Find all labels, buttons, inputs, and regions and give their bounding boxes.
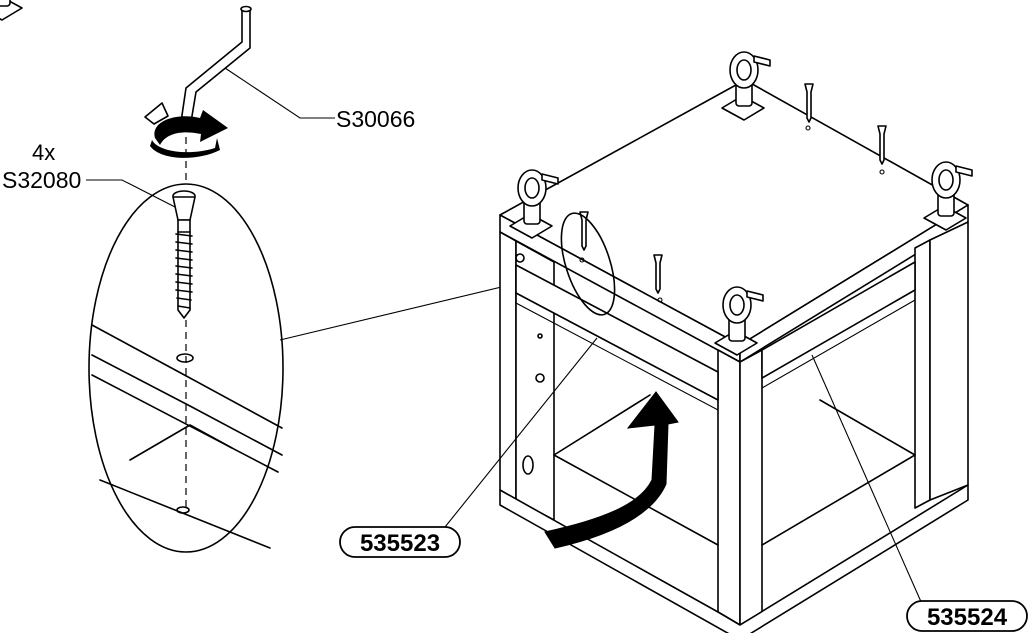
screw-code-label: S32080 — [2, 167, 81, 193]
tool-code-label: S30066 — [336, 106, 415, 132]
back-panel-badge: 535524 — [906, 600, 1028, 632]
front-panel-code: 535523 — [360, 530, 440, 557]
cabinet — [499, 79, 969, 633]
caster-wheel-icon — [0, 0, 23, 21]
screw-icon — [579, 83, 887, 294]
rotation-arrow-icon — [144, 102, 228, 158]
hex-key-icon — [180, 5, 252, 123]
screw-quantity-label: 4x — [32, 140, 55, 165]
front-panel-badge: 535523 — [339, 526, 461, 558]
screw-icon — [172, 190, 196, 319]
detail-marker — [560, 212, 616, 316]
back-panel-code: 535524 — [927, 604, 1008, 631]
flip-arrow-icon — [544, 391, 679, 549]
detail-magnifier — [88, 183, 284, 553]
